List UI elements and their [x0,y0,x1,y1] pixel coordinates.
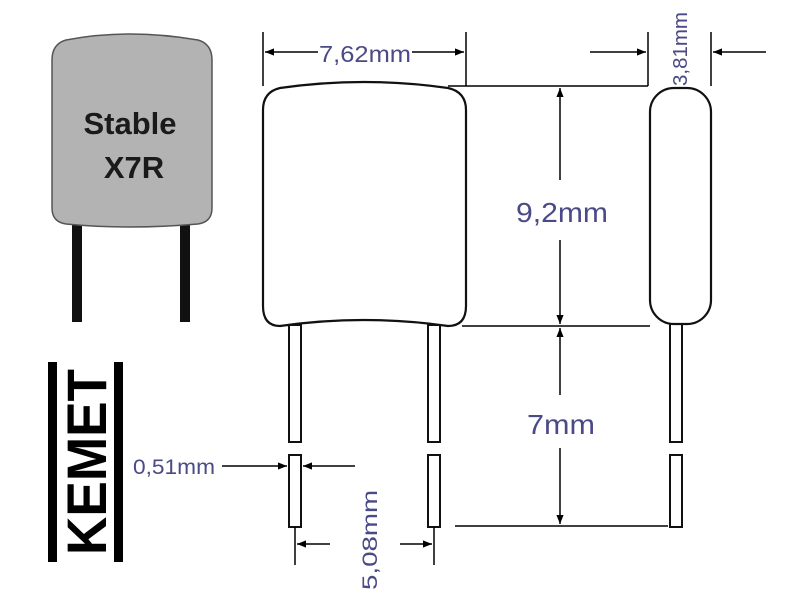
dim-width-label: 7,62mm [319,41,411,67]
dim-lead-length: 7mm [455,328,668,527]
kemet-logo: KEMET [48,362,123,562]
dim-lead-length-label: 7mm [527,409,595,440]
label-x7r: X7R [104,150,164,185]
illustration-lead-right [180,220,190,322]
side-body [648,86,713,326]
side-view [648,86,713,528]
logo-bar-right [114,362,123,562]
front-lead-end-right [427,454,441,528]
side-lead [669,321,683,443]
dim-lead-spacing-label: 5,08mm [359,490,382,590]
dim-lead-spacing: 5,08mm [294,490,435,590]
dim-width: 7,62mm [262,32,467,86]
front-view [261,80,468,528]
dim-lead-diameter: 0,51mm [133,456,355,479]
dim-body-height: 9,2mm [448,85,650,327]
dim-thickness: 3,81mm [590,12,766,86]
label-stable: Stable [83,106,176,141]
front-lead-right [427,324,441,443]
side-lead-end [669,454,683,528]
dim-body-height-label: 9,2mm [516,197,608,228]
front-lead-end-left [288,454,302,528]
illustration-lead-left [72,220,82,322]
front-lead-left [288,324,302,443]
dim-lead-diameter-label: 0,51mm [133,456,215,479]
illustration-body [51,33,213,228]
capacitor-illustration: Stable X7R [51,33,213,322]
front-body [261,80,468,328]
logo-text: KEMET [55,369,118,555]
dim-thickness-label: 3,81mm [670,12,692,86]
logo-bar-left [48,362,57,562]
